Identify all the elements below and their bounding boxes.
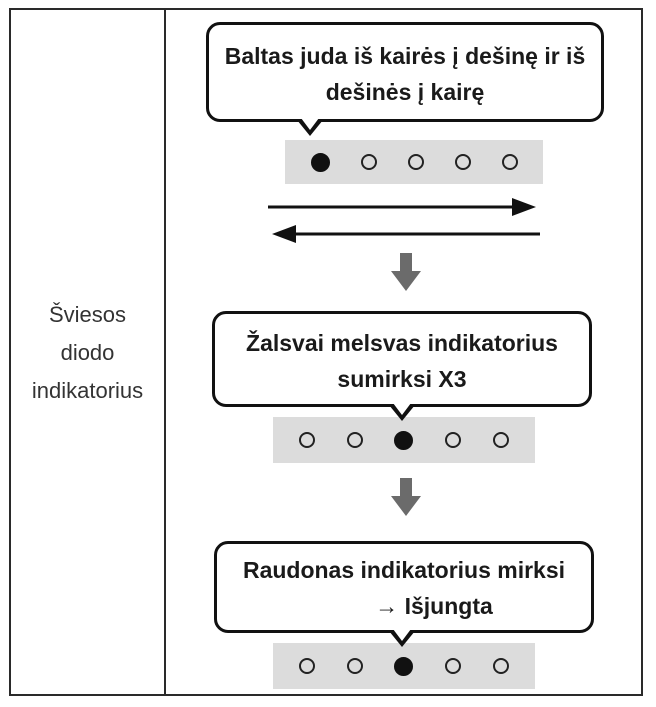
led-2 [346, 658, 363, 674]
callout-step-2-line-2: sumirksi X3 [337, 366, 467, 392]
column-divider [164, 8, 166, 696]
down-arrow-icon [391, 253, 421, 291]
led-5 [493, 658, 510, 674]
row-label-line-3: indikatorius [31, 378, 144, 403]
callout-step-1-pointer-fill [301, 118, 319, 130]
led-1 [298, 658, 315, 674]
led-5 [501, 154, 518, 170]
arrow-left-icon [272, 225, 540, 243]
callout-step-3-line-1: Raudonas indikatorius mirksi [242, 557, 566, 583]
callout-step-3-line-2: → Išjungta [375, 593, 493, 619]
callout-step-2-pointer-fill [393, 403, 411, 415]
callout-step-3: Raudonas indikatorius mirksi → Išjungta [214, 541, 594, 633]
callout-step-2: Žalsvai melsvas indikatorius sumirksi X3 [212, 311, 592, 407]
callout-step-3-pointer-fill [393, 629, 411, 641]
led-bar-step-2 [273, 417, 535, 463]
row-label-line-1: Šviesos [48, 302, 127, 327]
led-4 [454, 154, 471, 170]
led-2 [360, 154, 377, 170]
arrow-right-icon [268, 198, 536, 216]
led-5 [493, 432, 510, 448]
callout-step-1: Baltas juda iš kairės į dešinę ir iš deš… [206, 22, 604, 122]
callout-step-1-line-1: Baltas juda iš kairės į dešinę ir iš [224, 43, 586, 69]
down-arrow-icon [391, 478, 421, 516]
led-3 [394, 430, 414, 450]
led-2 [346, 432, 363, 448]
table-frame [9, 8, 643, 696]
led-1 [298, 432, 315, 448]
callout-step-2-line-1: Žalsvai melsvas indikatorius [246, 330, 558, 356]
led-4 [445, 658, 462, 674]
led-3 [407, 154, 424, 170]
row-label: Šviesos diodo indikatorius [11, 296, 164, 410]
led-1 [310, 152, 330, 172]
row-label-line-2: diodo [60, 340, 115, 365]
led-bar-step-3 [273, 643, 535, 689]
led-4 [445, 432, 462, 448]
led-bar-step-1 [285, 140, 543, 184]
callout-step-1-line-2: dešinės į kairę [325, 79, 485, 105]
led-3 [394, 656, 414, 676]
